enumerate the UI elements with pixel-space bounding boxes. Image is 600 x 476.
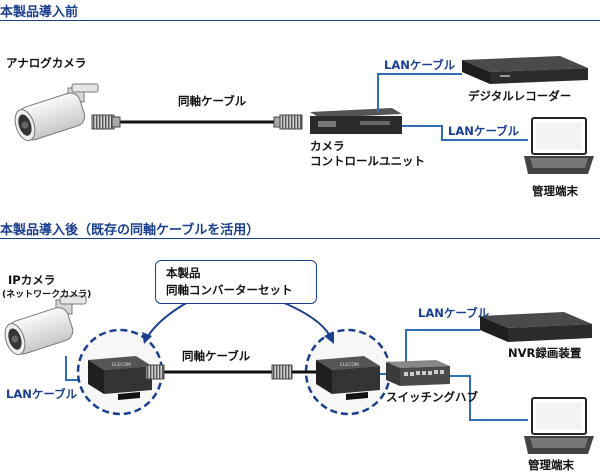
callout-line1: 本製品: [166, 266, 201, 280]
lan-label-after-right: LANケーブル: [418, 306, 490, 320]
callout-arrows: [142, 301, 334, 344]
lan-label-after-left: LANケーブル: [6, 387, 78, 401]
ip-camera-sublabel: (ネットワークカメラ): [2, 290, 92, 300]
section-title-after: 本製品導入後（既存の同軸ケーブルを活用）: [0, 223, 260, 238]
coax-cable-before: [91, 114, 303, 130]
ip-camera-icon: [4, 295, 87, 356]
laptop-icon-after: [524, 397, 594, 454]
section-divider-after: [0, 238, 600, 239]
pc-label-before: 管理端末: [532, 184, 578, 198]
digital-recorder-label: デジタルレコーダー: [468, 89, 572, 103]
nvr-label: NVR録画装置: [508, 346, 582, 360]
pc-label-after: 管理端末: [528, 458, 574, 472]
coax-cable-after: [145, 364, 316, 380]
analog-camera-label: アナログカメラ: [6, 56, 87, 70]
callout-line2: 同軸コンバーターセット: [166, 283, 293, 297]
coax-label-after: 同軸ケーブル: [182, 349, 251, 363]
switching-hub-label: スイッチングハブ: [386, 390, 478, 404]
nvr-recorder-icon: [480, 312, 592, 342]
analog-camera-icon: [14, 83, 99, 142]
section-title-before: 本製品導入前: [0, 5, 79, 20]
coax-converter-left: ELECOM: [76, 328, 164, 416]
ccu-label-line2: コントロールユニット: [310, 154, 425, 168]
brand-text-right: ELECOM: [340, 362, 359, 368]
lan-lines-before: [377, 73, 528, 141]
ccu-label-line1: カメラ: [310, 139, 345, 153]
product-callout: 本製品 同軸コンバーターセット: [155, 260, 317, 304]
lan-label-before-1: LANケーブル: [384, 58, 456, 72]
coax-label-before: 同軸ケーブル: [178, 94, 247, 108]
section-divider-before: [0, 20, 600, 21]
brand-text-left: ELECOM: [112, 362, 131, 368]
camera-control-unit-icon: [310, 108, 402, 134]
switching-hub-icon: [386, 360, 450, 386]
digital-recorder-icon: [462, 56, 588, 84]
lan-label-before-2: LANケーブル: [448, 124, 520, 138]
laptop-icon-before: [524, 117, 594, 174]
ip-camera-label: IPカメラ: [8, 273, 56, 287]
coax-converter-right: ELECOM: [304, 328, 392, 416]
lan-lines-after: [380, 329, 528, 421]
